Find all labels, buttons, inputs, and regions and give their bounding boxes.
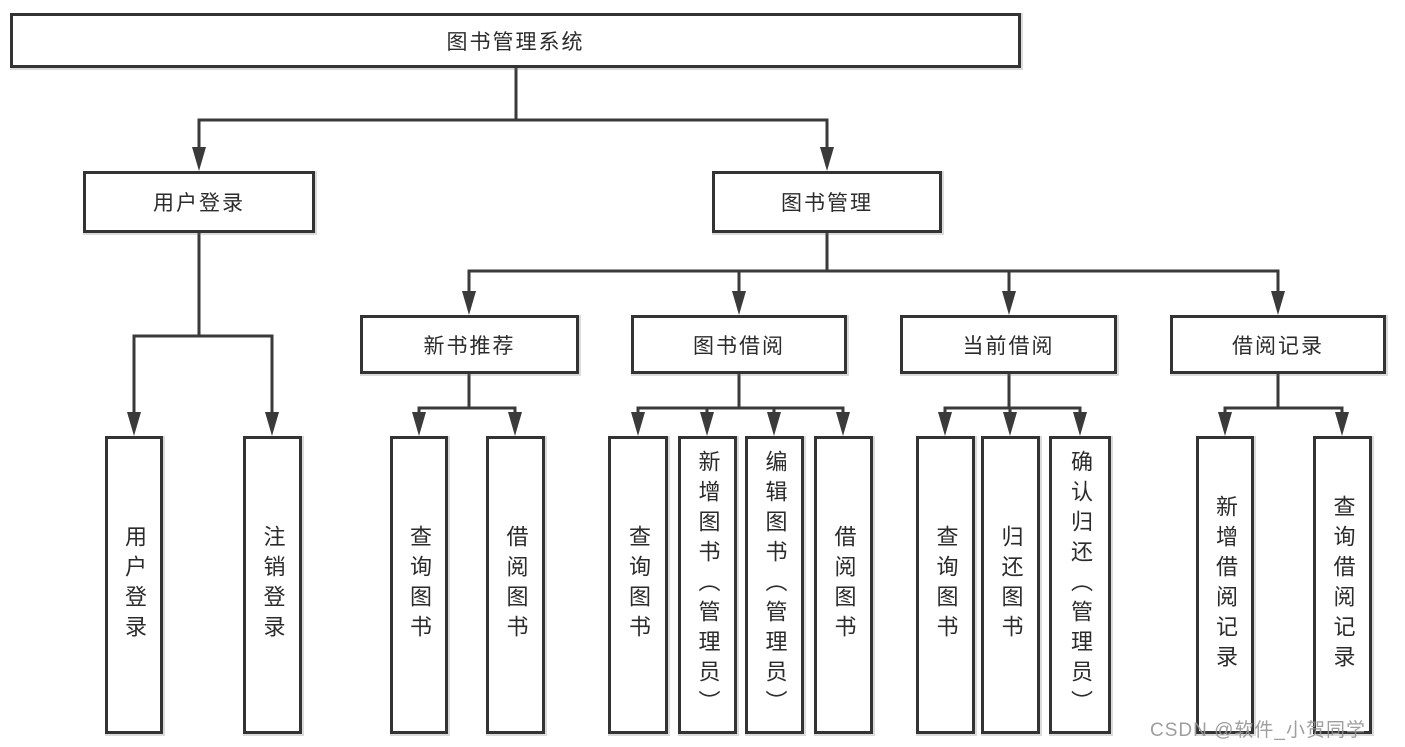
leaf-query-books-current: 查询图书 [916, 436, 975, 734]
leaf-return-books-label: 归还图书 [998, 525, 1024, 645]
connector-new-book-to-leaves [412, 374, 522, 436]
leaf-edit-books-admin: 编辑图书（管理员） [745, 436, 804, 734]
leaf-borrow-books-label: 借阅图书 [831, 525, 857, 645]
node-book-borrow: 图书借阅 [631, 315, 847, 374]
connector-user-login-to-leaves [127, 233, 279, 436]
leaf-query-books-borrow: 查询图书 [608, 436, 668, 734]
leaf-edit-books-admin-label: 编辑图书（管理员） [762, 450, 788, 720]
leaf-borrow-books-recommend: 借阅图书 [486, 436, 545, 734]
node-user-login: 用户登录 [83, 171, 315, 233]
node-new-book-recommend: 新书推荐 [360, 315, 579, 374]
leaf-return-books: 归还图书 [981, 436, 1040, 734]
node-borrow-records: 借阅记录 [1170, 315, 1386, 374]
leaf-query-books-borrow-label: 查询图书 [626, 525, 651, 645]
connector-book-borrow-to-leaves [631, 374, 850, 436]
connector-borrow-records-to-leaves [1218, 374, 1349, 436]
leaf-query-books-recommend: 查询图书 [390, 436, 448, 734]
leaf-query-borrow-record: 查询借阅记录 [1313, 436, 1372, 734]
node-current-borrow-label: 当前借阅 [962, 334, 1055, 358]
connector-current-borrow-to-leaves [938, 374, 1087, 436]
node-root: 图书管理系统 [10, 13, 1021, 68]
node-current-borrow: 当前借阅 [900, 315, 1117, 374]
leaf-add-books-admin-label: 新增图书（管理员） [695, 450, 721, 720]
node-new-book-recommend-label: 新书推荐 [423, 334, 516, 358]
leaf-add-borrow-record-label: 新增借阅记录 [1213, 495, 1238, 675]
leaf-logout-label: 注销登录 [260, 525, 286, 645]
node-root-label: 图书管理系统 [446, 30, 585, 54]
leaf-logout: 注销登录 [243, 436, 302, 734]
watermark: CSDN @软件_小贺同学 [1150, 720, 1366, 741]
leaf-confirm-return-admin: 确认归还（管理员） [1049, 436, 1111, 734]
leaf-confirm-return-admin-label: 确认归还（管理员） [1068, 450, 1093, 720]
leaf-add-books-admin: 新增图书（管理员） [678, 436, 737, 734]
leaf-query-borrow-record-label: 查询借阅记录 [1330, 495, 1356, 675]
node-book-borrow-label: 图书借阅 [693, 334, 785, 358]
leaf-query-books-recommend-label: 查询图书 [407, 525, 432, 645]
node-book-management: 图书管理 [712, 171, 942, 233]
node-borrow-records-label: 借阅记录 [1232, 334, 1324, 358]
node-user-login-label: 用户登录 [153, 192, 245, 215]
connector-book-mgmt-to-level3 [462, 233, 1285, 315]
leaf-borrow-books: 借阅图书 [814, 436, 873, 734]
leaf-query-books-current-label: 查询图书 [933, 525, 959, 645]
leaf-user-login: 用户登录 [105, 436, 163, 734]
leaf-add-borrow-record: 新增借阅记录 [1196, 436, 1254, 734]
leaf-user-login-label: 用户登录 [122, 525, 147, 645]
connector-root-to-level2 [192, 68, 834, 171]
node-book-management-label: 图书管理 [781, 192, 873, 215]
leaf-borrow-books-recommend-label: 借阅图书 [503, 525, 529, 645]
